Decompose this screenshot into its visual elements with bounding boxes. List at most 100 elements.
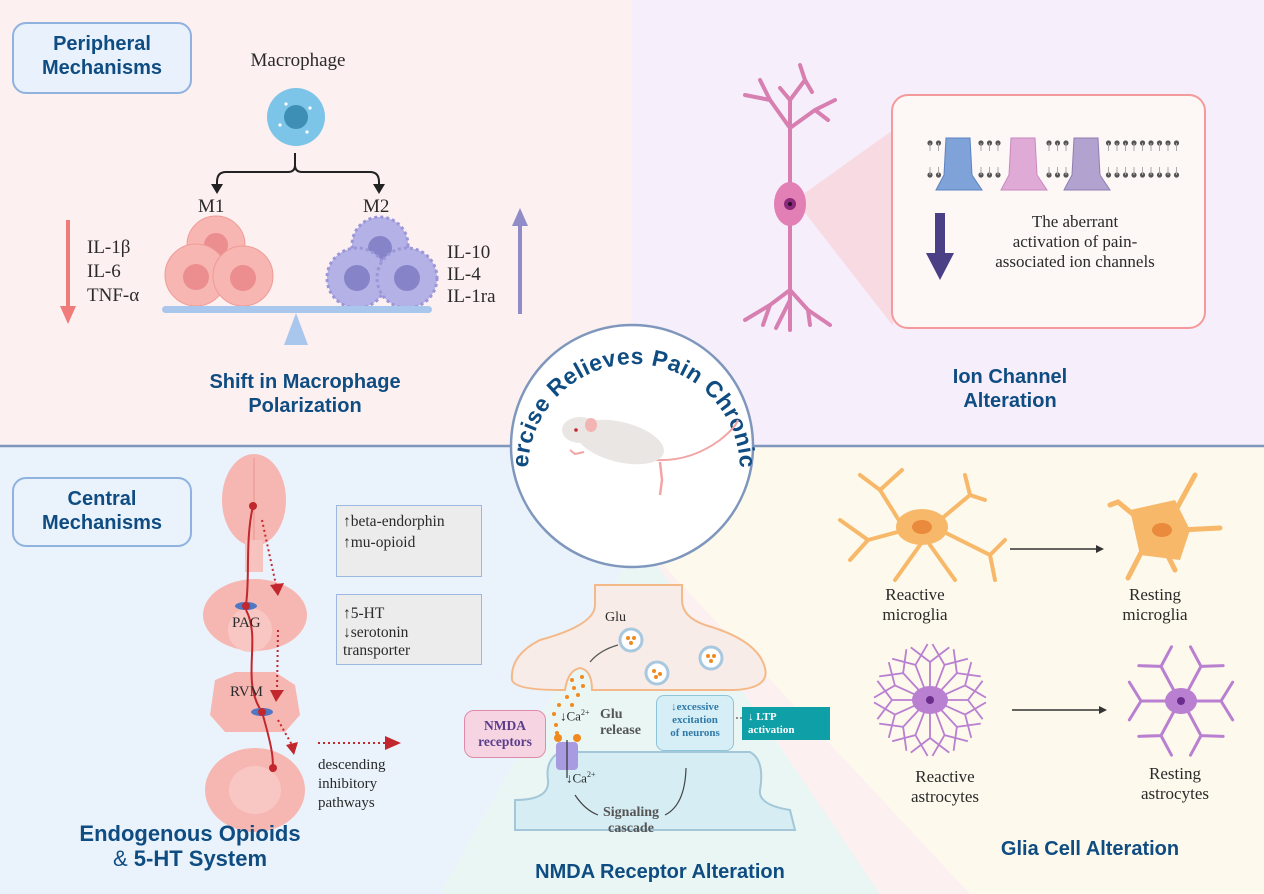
ca-superscript: 2+	[586, 770, 596, 779]
title-line: Endogenous Opioids	[79, 821, 301, 846]
text-line: The aberrant	[1031, 212, 1119, 231]
info-line: ↑mu-opioid	[343, 533, 416, 551]
reactive-microglia-icon	[838, 468, 1007, 582]
postsynaptic-terminal-icon	[514, 751, 797, 831]
label-line: Reactive	[885, 585, 945, 604]
title-line: Shift in Macrophage	[209, 371, 401, 393]
resting-microglia-icon	[1107, 472, 1223, 581]
branch-arrow-icon	[216, 153, 380, 186]
title-line: Ion Channel	[952, 366, 1068, 388]
ion-channel-pink-icon	[1000, 137, 1048, 191]
brain-icon	[222, 454, 286, 572]
label-line: activation	[748, 724, 795, 736]
ion-channel-blue-icon	[935, 137, 983, 191]
tag-line-2: Mechanisms	[41, 57, 163, 79]
m1-cytokine-list: IL-1β IL-6 TNF-α	[87, 236, 139, 308]
pag-label: PAG	[232, 615, 261, 631]
ca-superscript: 2+	[580, 708, 590, 717]
macrophage-diagram	[60, 88, 528, 345]
ion-channel-description: The aberrant activation of pain- associa…	[955, 212, 1195, 272]
title-line: Alteration	[963, 390, 1057, 412]
info-line: ↓serotonin	[343, 623, 409, 641]
m1-cytokine: TNF-α	[87, 285, 140, 306]
peripheral-mechanisms-tag: Peripheral Mechanisms	[12, 22, 192, 94]
reactive-microglia-label: Reactive microglia	[860, 585, 970, 625]
glia-section-title: Glia Cell Alteration	[1000, 838, 1180, 860]
ion-channel-diagram	[743, 63, 1206, 332]
excitation-box: ↓excessive excitation of neurons	[656, 695, 734, 751]
resting-astrocytes-label: Resting astrocytes	[1120, 764, 1230, 804]
m1-down-arrow-icon	[60, 220, 76, 324]
info-line: transporter	[343, 642, 411, 660]
label-line: Resting	[1149, 764, 1201, 783]
m2-macrophage-cells-icon	[325, 215, 439, 310]
transition-arrow-icon	[1010, 545, 1104, 553]
label-line: microglia	[882, 605, 948, 624]
balance-scale-icon	[162, 306, 432, 345]
glutamate-particles	[552, 675, 585, 735]
reactive-astrocyte-icon	[873, 643, 987, 757]
macrophage-label: Macrophage	[250, 50, 346, 71]
legend-line: descending	[318, 757, 386, 773]
label-line: astrocytes	[911, 787, 979, 806]
rvm-section-icon	[210, 672, 300, 732]
nmda-section-title: NMDA Receptor Alteration	[535, 861, 785, 883]
rvm-label: RVM	[230, 684, 263, 700]
ca-influx-label: ↓Ca2+	[560, 708, 589, 724]
label-line: Reactive	[915, 767, 975, 786]
macrophage-section-title: Shift in Macrophage Polarization	[150, 370, 460, 418]
descending-dotted-arrows	[261, 519, 385, 746]
legend-line: pathways	[318, 795, 375, 811]
text-line: activation of pain-	[1012, 232, 1138, 251]
text-line: associated ion channels	[995, 252, 1155, 271]
title-line: Polarization	[248, 395, 362, 417]
ca-intracellular-label: ↓Ca2+	[566, 770, 595, 786]
m2-cytokine: IL-1ra	[447, 286, 496, 307]
info-line: ↑beta-endorphin	[343, 513, 445, 530]
nmda-receptor-icon	[554, 734, 581, 778]
legend-line: inhibitory	[318, 776, 378, 792]
label-line: cascade	[608, 821, 654, 836]
label-line: excitation	[672, 714, 718, 726]
opioid-info-box: ↑beta-endorphin ↑mu-opioid	[336, 505, 482, 577]
synaptic-vesicle-icon	[618, 627, 724, 686]
bg-bottom-right	[640, 446, 1264, 894]
tag-line-2: Mechanisms	[41, 512, 163, 534]
m2-cytokine-list: IL-10 IL-4 IL-1ra	[447, 242, 496, 308]
info-line: ↑5-HT	[343, 605, 385, 622]
glu-label: Glu	[605, 610, 626, 625]
lipid-membrane-icon	[927, 140, 1180, 178]
label-line: astrocytes	[1141, 784, 1209, 803]
nmda-receptors-label: NMDA receptors	[464, 710, 546, 758]
ion-down-arrow-icon	[926, 213, 954, 280]
pag-section-icon	[203, 579, 307, 652]
signaling-cascade-label: Signaling cascade	[596, 805, 666, 837]
label-line: of neurons	[670, 727, 720, 739]
m1-cytokine: IL-1β	[87, 237, 131, 258]
m1-macrophage-cells-icon	[164, 215, 274, 307]
opioid-section-title: Endogenous Opioids & 5-HT System	[40, 821, 340, 871]
label-line: release	[600, 723, 641, 738]
transition-arrow-icon	[1012, 706, 1107, 714]
label-line: ↓excessive	[671, 701, 719, 713]
label-line: Resting	[1129, 585, 1181, 604]
label-line: ↓ LTP	[748, 711, 777, 723]
label-line: receptors	[478, 734, 532, 749]
m2-up-arrow-icon	[512, 208, 528, 314]
opioid-pathway-diagram	[203, 454, 401, 832]
resting-microglia-label: Resting microglia	[1100, 585, 1210, 625]
label-line: NMDA	[484, 718, 526, 733]
tag-line-1: Peripheral	[53, 33, 151, 55]
spinal-cord-icon	[205, 748, 305, 832]
tag-line-1: Central	[67, 488, 137, 510]
resting-astrocyte-icon	[1127, 645, 1235, 757]
serotonin-info-box: ↑5-HT ↓serotonin transporter	[336, 594, 482, 665]
title-text: 5-HT System	[133, 845, 268, 871]
glu-release-label: Glu release	[600, 707, 641, 739]
m2-cytokine: IL-10	[447, 242, 491, 263]
ca-text: ↓Ca	[560, 708, 581, 724]
m1-label: M1	[198, 196, 225, 217]
label-line: Glu	[600, 707, 623, 722]
